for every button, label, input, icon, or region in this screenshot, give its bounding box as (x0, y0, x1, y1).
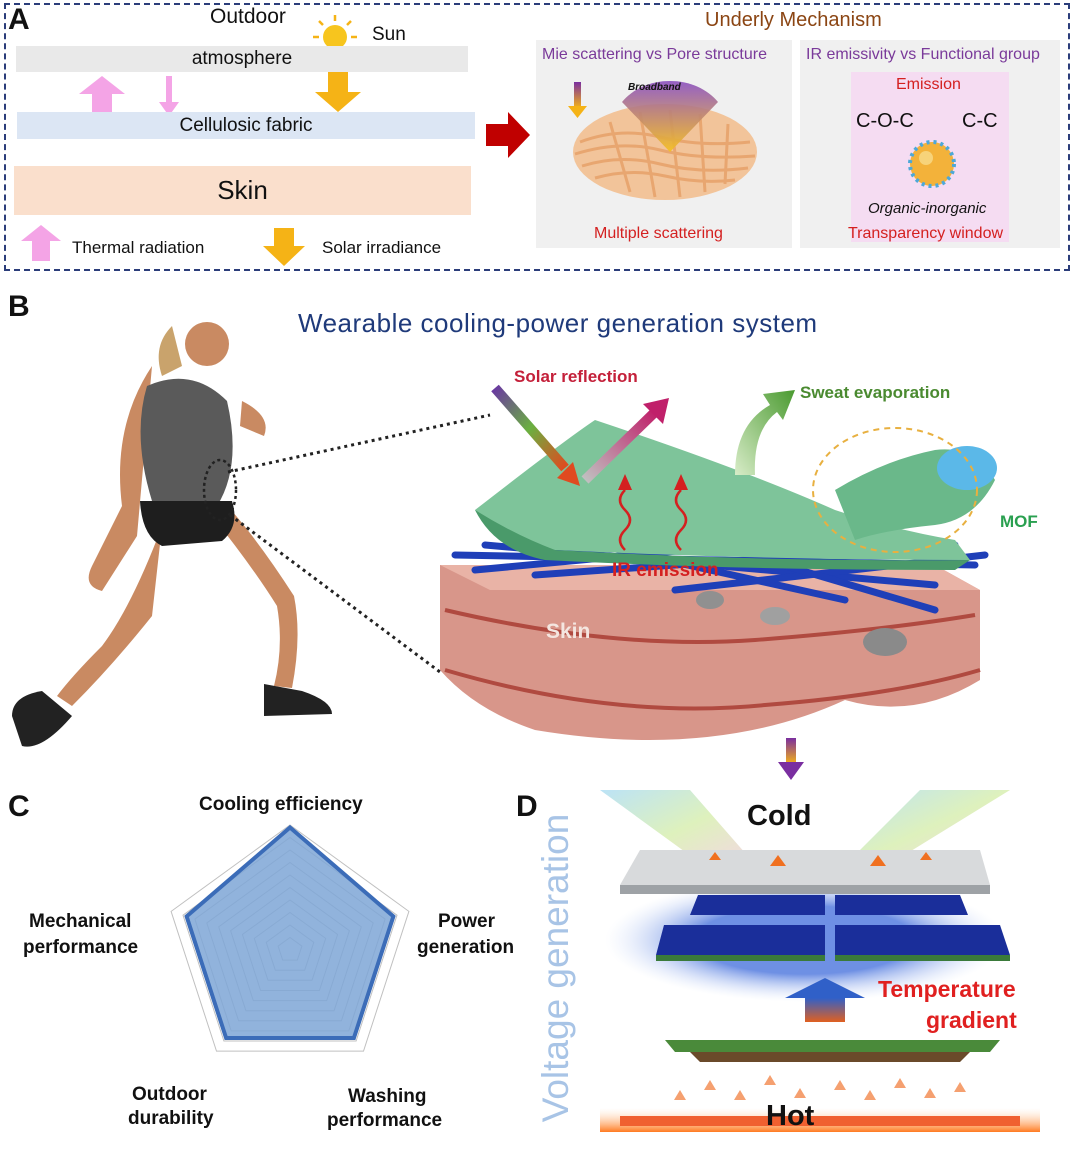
small-down-arrow-icon (778, 738, 804, 780)
thermoelectric-illustration (600, 790, 1040, 1132)
ir-title: IR emissivity vs Functional group (806, 46, 1040, 63)
panel-label-c: C (8, 790, 30, 823)
mechanism-title: Underly Mechanism (705, 9, 882, 31)
system-title: Wearable cooling-power generation system (298, 308, 818, 338)
mesh-illustration (568, 80, 757, 200)
big-right-arrow-icon (486, 112, 530, 158)
transparency-label: Transparency window (848, 225, 1004, 242)
mof-label: MOF (1000, 512, 1038, 531)
solar-reflection-label: Solar reflection (514, 367, 638, 386)
radar-label-outdoor-2: durability (128, 1108, 214, 1129)
particle-icon (908, 140, 956, 188)
hot-label: Hot (766, 1100, 815, 1132)
cc-label: C-C (962, 110, 998, 132)
broadband-label: Broadband (628, 82, 681, 93)
panel-label-b: B (8, 290, 30, 323)
solar-down-arrow-icon (315, 72, 361, 112)
radar-label-power-2: generation (417, 937, 515, 958)
organic-inorganic-label: Organic-inorganic (868, 200, 987, 217)
voltage-generation-label: Voltage generation (535, 813, 576, 1123)
atmosphere-band: atmosphere (16, 46, 468, 72)
runner-illustration (12, 322, 332, 747)
legend-solar-label: Solar irradiance (322, 238, 442, 257)
outdoor-label: Outdoor (210, 5, 286, 28)
ir-emission-label: IR emission (612, 560, 719, 581)
thermal-down-arrow-icon (159, 76, 179, 116)
skin-band: Skin (14, 166, 471, 215)
thermal-up-arrow-icon (79, 76, 125, 114)
radar-label-power-1: Power (438, 911, 496, 932)
radar-label-mech-2: performance (23, 937, 139, 958)
radar-chart (170, 824, 410, 1052)
radar-label-outdoor-1: Outdoor (132, 1084, 207, 1105)
emission-label: Emission (896, 76, 961, 93)
legend-thermal-label: Thermal radiation (72, 238, 205, 257)
fabric-skin-illustration (440, 384, 997, 740)
radar-grid-ring (170, 824, 410, 1052)
sun-label: Sun (372, 24, 406, 45)
mie-title: Mie scattering vs Pore structure (542, 46, 767, 63)
radar-label-cooling: Cooling efficiency (199, 794, 363, 815)
radar-label-mech-1: Mechanical (29, 911, 132, 932)
multiple-scattering-label: Multiple scattering (594, 225, 723, 242)
temperature-label-1: Temperature (878, 976, 1016, 1002)
panel-label-a: A (8, 3, 30, 36)
zoom-lines (202, 413, 491, 674)
legend-thermal-icon (21, 225, 61, 261)
coc-label: C-O-C (856, 110, 914, 132)
cold-label: Cold (747, 800, 812, 832)
radar-label-washing-2: performance (327, 1110, 443, 1131)
skin-label: Skin (546, 620, 591, 643)
sweat-evaporation-label: Sweat evaporation (800, 383, 951, 402)
radar-shape (184, 824, 396, 1040)
panel-label-d: D (516, 790, 538, 823)
fabric-band: Cellulosic fabric (17, 112, 475, 139)
legend-solar-icon (263, 228, 305, 266)
radar-label-washing-1: Washing (348, 1086, 427, 1107)
panel-a-frame (4, 3, 1070, 271)
temperature-label-2: gradient (926, 1007, 1017, 1033)
